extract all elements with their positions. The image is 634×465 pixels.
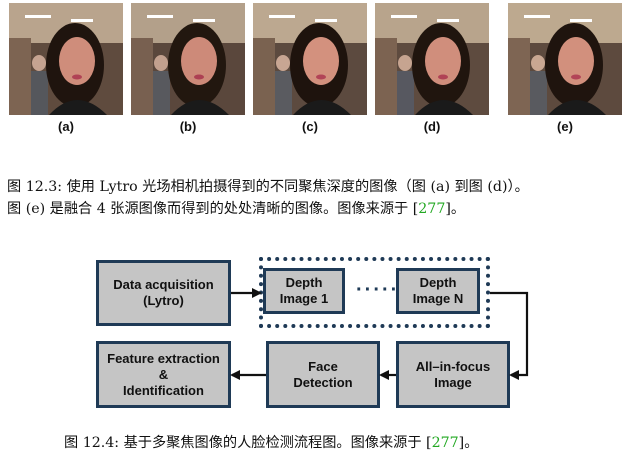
photo-b bbox=[131, 3, 245, 115]
photo-label-a: (a) bbox=[58, 119, 74, 134]
arrow-depth-to-allinfocus bbox=[490, 291, 529, 380]
citation-link[interactable]: 277 bbox=[418, 201, 446, 217]
photo-label-e: (e) bbox=[557, 119, 573, 134]
ellipsis-dots: ····· bbox=[356, 279, 400, 301]
box-face-detection: Face Detection bbox=[266, 341, 380, 408]
box-depth-image-1: Depth Image 1 bbox=[263, 268, 345, 314]
figure-12-4-caption: 图 12.4: 基于多聚焦图像的人脸检测流程图。图像来源于 [277]。 bbox=[64, 432, 478, 454]
caption-text: 图 (e) 是融合 4 张源图像而得到的处处清晰的图像。图像来源于 [ bbox=[7, 201, 419, 217]
caption-text: ]。 bbox=[458, 435, 479, 451]
box-depth-image-n: Depth Image N bbox=[396, 268, 480, 314]
photo-label-b: (b) bbox=[179, 119, 197, 134]
citation-link[interactable]: 277 bbox=[431, 435, 459, 451]
photo-label-d: (d) bbox=[423, 119, 441, 134]
photo-c bbox=[253, 3, 367, 115]
photo-e bbox=[508, 3, 622, 115]
photo-label-c: (c) bbox=[302, 119, 318, 134]
caption-text: ]。 bbox=[445, 201, 466, 217]
box-all-in-focus: All–in-focus Image bbox=[396, 341, 510, 408]
box-data-acquisition: Data acquisition (Lytro) bbox=[96, 260, 231, 326]
caption-text: 图 12.4: 基于多聚焦图像的人脸检测流程图。图像来源于 [ bbox=[64, 435, 432, 451]
box-feature-extraction: Feature extraction & Identification bbox=[96, 341, 231, 408]
photo-a bbox=[9, 3, 123, 115]
photo-d bbox=[375, 3, 489, 115]
figure-12-3-caption-line2: 图 (e) 是融合 4 张源图像而得到的处处清晰的图像。图像来源于 [277]。 bbox=[7, 198, 465, 220]
figure-12-3-caption-line1: 图 12.3: 使用 Lytro 光场相机拍摄得到的不同聚焦深度的图像（图 (a… bbox=[7, 179, 529, 195]
